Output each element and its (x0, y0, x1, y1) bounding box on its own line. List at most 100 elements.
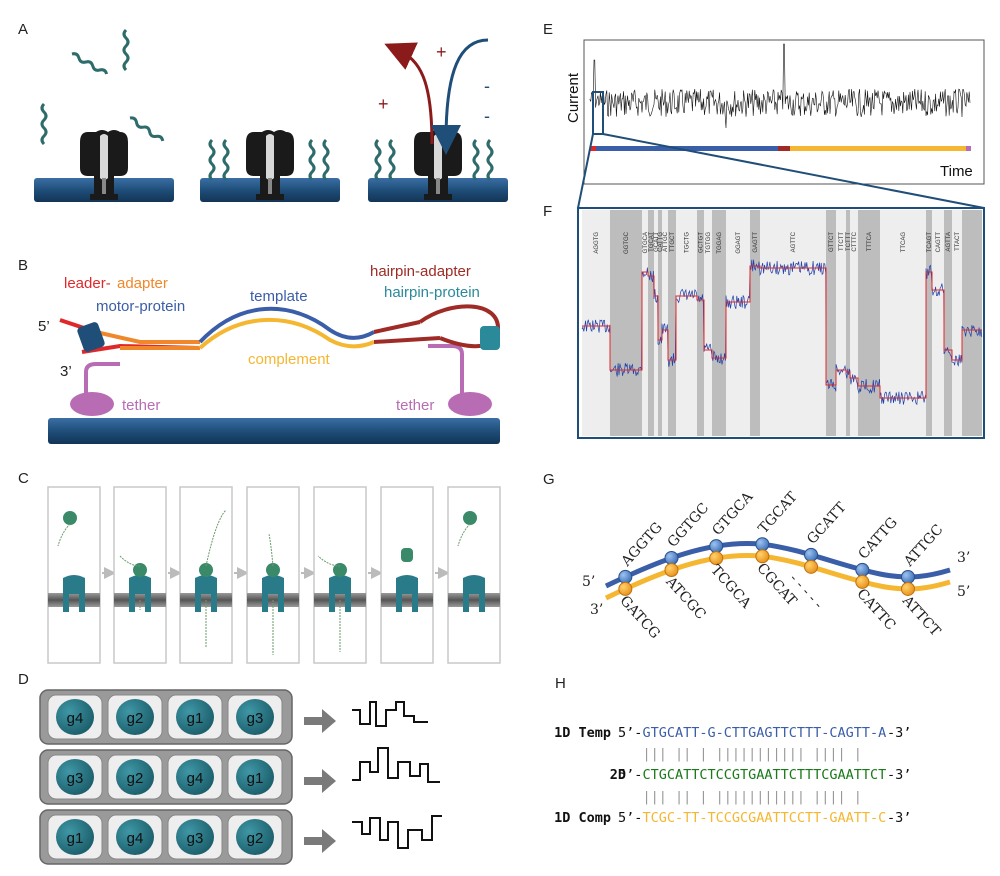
kmer-label: CAGTT (936, 232, 942, 253)
hairpin-adapter-complement (373, 336, 441, 344)
zoom-line (577, 133, 594, 209)
dna-strand (119, 555, 141, 567)
template-base (618, 569, 633, 584)
complement-base (900, 581, 915, 596)
dna-coil (486, 138, 494, 182)
dna-coil (40, 102, 48, 146)
event-bar-end (966, 146, 971, 151)
kmer-band (962, 210, 982, 436)
complement-kmer: CATTC (853, 586, 898, 634)
tether-anchor (448, 392, 492, 416)
barcode-label: g2 (127, 770, 144, 787)
panel-label-f: F (543, 203, 552, 220)
barcode-bead (176, 699, 214, 735)
event-bar-leader (590, 146, 596, 151)
template-kmer: GCATT (804, 499, 850, 547)
motor-protein (333, 563, 347, 577)
five-prime-label: 5’ (38, 318, 50, 335)
kmer-band (704, 210, 712, 436)
kmer-label: AGTTA (946, 232, 952, 252)
motor-protein (63, 511, 77, 525)
zoom-line (602, 133, 985, 209)
dna-coil (388, 138, 396, 182)
barcode-bead (56, 759, 94, 795)
kmer-band (932, 210, 944, 436)
tether-label: tether (396, 397, 434, 414)
kmer-band (648, 210, 654, 436)
dna-coil (472, 138, 480, 182)
kmer-band (926, 210, 932, 436)
motor-protein (199, 563, 213, 577)
panel-label-e: E (543, 21, 553, 38)
template-kmer: GGTGC (665, 500, 713, 551)
template-base (804, 547, 819, 562)
complement-base (804, 559, 819, 574)
kmer-label: TTACT (955, 232, 961, 251)
pore (396, 575, 418, 612)
panel-label-c: C (18, 470, 29, 487)
dna-coil (374, 138, 382, 182)
complement-kmer: TCGCA (707, 562, 754, 612)
alignment-row-label: 2D (610, 767, 626, 783)
dna-strand (205, 509, 227, 567)
barcode-label: g4 (67, 710, 84, 727)
anion-arrow (431, 38, 489, 155)
sequence: GTGCATT-G-CTTGAGTTCTTT-CAGTT-A (642, 725, 886, 741)
barcode-label: g2 (247, 830, 264, 847)
three-prime-suffix: -3’ (887, 810, 911, 826)
hairpin-adapter-label: hairpin-adapter (370, 263, 471, 280)
complement-kmer: GATCG (616, 593, 663, 642)
current-trace (589, 43, 971, 129)
kmer-band (750, 210, 760, 436)
kmer-band (846, 210, 850, 436)
zoom-box (592, 91, 604, 135)
kmer-band (858, 210, 880, 436)
kmer-band (760, 210, 826, 436)
alignment-row-label: 1D Comp (554, 810, 611, 826)
barcode-bead (56, 819, 94, 855)
arrow (304, 829, 336, 853)
arrow (304, 709, 336, 733)
template-strand (198, 306, 375, 344)
barcode-bead (176, 759, 214, 795)
barcode-signal (352, 701, 428, 727)
x-axis-label: Time (940, 163, 973, 180)
leader-adapter-strand (95, 330, 200, 344)
template-label: template (250, 288, 308, 305)
panel-a: + + - - (34, 28, 508, 202)
dna-coil (308, 138, 316, 182)
barcode-bead (116, 699, 154, 735)
five-prime-prefix: 5’- (618, 767, 642, 783)
complement-base (618, 581, 633, 596)
pore (63, 575, 85, 612)
kmer-band (642, 210, 648, 436)
complement-base (855, 574, 870, 589)
kmer-label: CTTTC (852, 231, 858, 251)
kmer-band (826, 210, 836, 436)
kmer-label: TCAGT (927, 232, 933, 253)
plus-sign: + (436, 42, 447, 62)
trace-frame (583, 39, 985, 185)
template-kmer: TGCAT (755, 489, 801, 537)
barcode-label: g3 (187, 830, 204, 847)
alignment-row-label: 1D Temp (554, 725, 611, 741)
tether-anchor (70, 392, 114, 416)
complement-base (664, 563, 679, 578)
kmer-band (654, 210, 658, 436)
hairpin-protein (480, 326, 500, 350)
motor-protein (401, 548, 413, 562)
panel-c (47, 486, 501, 664)
barcode-label: g3 (247, 710, 264, 727)
template-base (709, 539, 724, 554)
barcode-bead (116, 759, 154, 795)
kmer-label: GCATT (654, 232, 660, 252)
barcode-bead (236, 699, 274, 735)
motor-protein-label: motor-protein (96, 298, 185, 315)
dna-coil (322, 138, 330, 182)
barcode-label: g4 (127, 830, 144, 847)
complement-base (709, 551, 724, 566)
panel-label-g: G (543, 471, 555, 488)
